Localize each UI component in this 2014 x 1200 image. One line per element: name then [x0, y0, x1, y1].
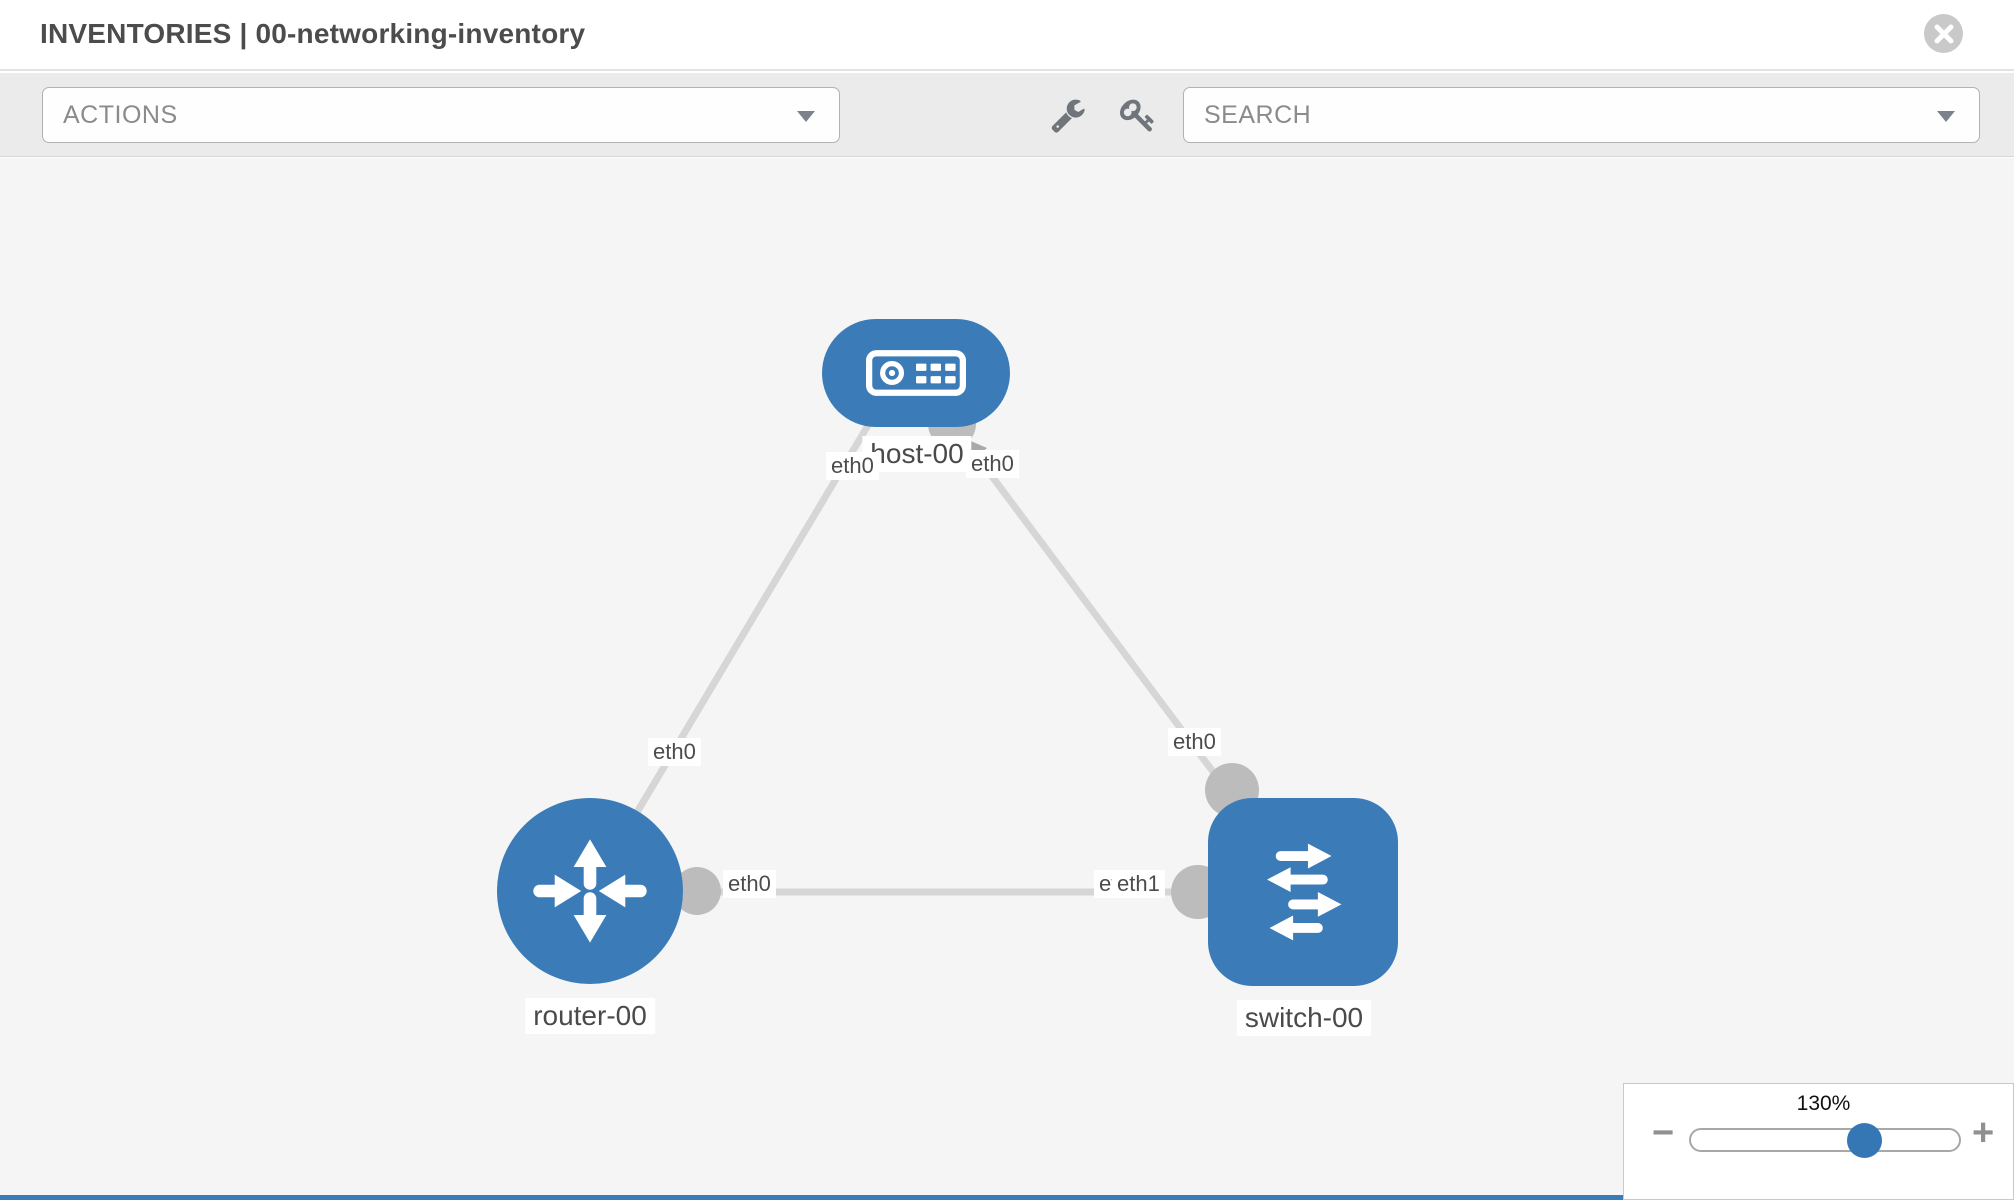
- chevron-down-icon: [1937, 111, 1955, 122]
- iface-label-eth0: eth0: [966, 450, 1019, 478]
- router-icon: [533, 839, 647, 943]
- node-label-router: router-00: [525, 998, 655, 1034]
- switch-icon: [1267, 843, 1342, 941]
- node-host-00[interactable]: [822, 319, 1010, 427]
- iface-label-eth0: eth0: [826, 452, 879, 480]
- key-icon[interactable]: [1120, 97, 1156, 133]
- close-icon: [1934, 24, 1953, 43]
- iface-label-eth0: eth0: [648, 738, 701, 766]
- zoom-control-panel: 130% − +: [1623, 1083, 2014, 1200]
- actions-dropdown-label: ACTIONS: [63, 101, 178, 129]
- iface-label-eth0: eth0: [1168, 728, 1221, 756]
- host-icon: [866, 350, 966, 396]
- header-bar: INVENTORIES | 00-networking-inventory: [0, 0, 2014, 71]
- search-placeholder: SEARCH: [1204, 101, 1312, 129]
- close-button[interactable]: [1924, 14, 1963, 53]
- toolbar: ACTIONS SEARCH: [0, 73, 2014, 157]
- node-label-host: host-00: [862, 436, 972, 472]
- topology-links-layer: [586, 400, 1306, 919]
- bottom-accent-strip: [0, 1195, 1623, 1200]
- zoom-level-value: 130%: [1796, 1092, 1851, 1115]
- iface-label-eth0: eth0: [723, 870, 776, 898]
- actions-dropdown[interactable]: ACTIONS: [42, 87, 840, 143]
- zoom-slider-track[interactable]: [1689, 1128, 1961, 1152]
- page-title: INVENTORIES | 00-networking-inventory: [40, 18, 586, 49]
- chevron-down-icon: [797, 111, 815, 122]
- node-label-switch: switch-00: [1236, 1000, 1372, 1036]
- node-router-00[interactable]: [497, 798, 683, 984]
- topology-canvas[interactable]: host-00 router-00 switch-00 eth0 eth0 et…: [0, 158, 2014, 1200]
- wrench-icon[interactable]: [1050, 97, 1086, 133]
- zoom-slider-handle[interactable]: [1847, 1123, 1882, 1158]
- iface-label-eth1: eth1: [1112, 870, 1165, 898]
- zoom-out-button[interactable]: −: [1652, 1112, 1675, 1154]
- interface-dot-router-right: [673, 867, 721, 915]
- search-dropdown[interactable]: SEARCH: [1183, 87, 1980, 143]
- node-switch-00[interactable]: [1208, 798, 1398, 986]
- zoom-in-button[interactable]: +: [1972, 1112, 1995, 1154]
